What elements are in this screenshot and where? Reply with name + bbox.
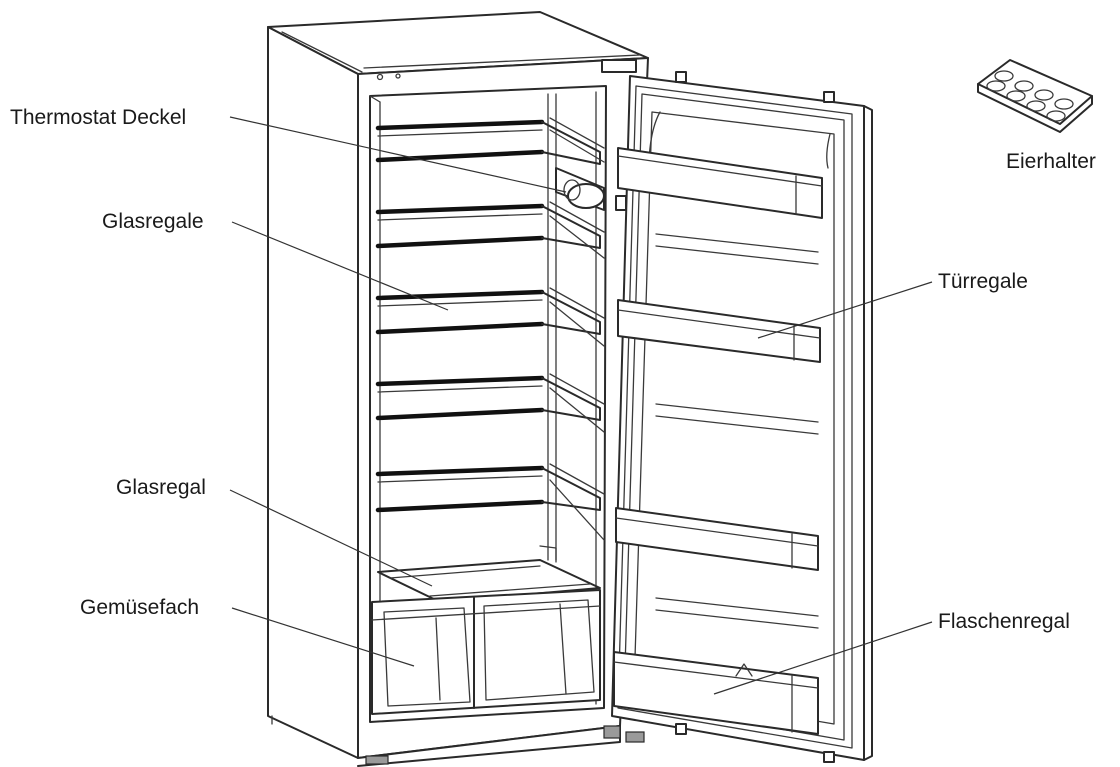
fridge-door — [611, 71, 873, 763]
label-eierhalter: Eierhalter — [1006, 150, 1096, 173]
label-glasregale: Glasregale — [102, 210, 204, 233]
label-flaschenregal: Flaschenregal — [938, 610, 1070, 633]
label-gemuesefach: Gemüsefach — [80, 596, 199, 619]
leader-glasregal — [229, 489, 433, 587]
glass-shelf-2 — [375, 201, 605, 259]
glass-shelf-5 — [375, 463, 605, 541]
leader-lines — [229, 116, 933, 695]
glass-shelf-1 — [375, 117, 605, 165]
leader-glasregale — [231, 221, 449, 311]
door-shelf-3 — [615, 507, 819, 571]
glass-shelves — [375, 117, 605, 603]
leader-thermostat — [229, 116, 567, 193]
vegetable-drawers — [371, 589, 601, 715]
leader-flaschenregal — [713, 621, 933, 695]
label-glasregal: Glasregal — [116, 476, 206, 499]
leader-tuerregale — [757, 281, 933, 339]
thermostat-cover — [555, 167, 627, 211]
glass-shelf-3 — [375, 287, 605, 347]
label-tuerregale: Türregale — [938, 270, 1028, 293]
egg-holder — [977, 59, 1093, 133]
door-shelf-1 — [617, 147, 823, 219]
label-thermostat-deckel: Thermostat Deckel — [10, 106, 186, 129]
crisper-glass-cover — [377, 545, 601, 603]
leader-gemuesefach — [231, 607, 415, 667]
door-shelf-2 — [617, 299, 821, 363]
glass-shelf-4 — [375, 373, 605, 433]
